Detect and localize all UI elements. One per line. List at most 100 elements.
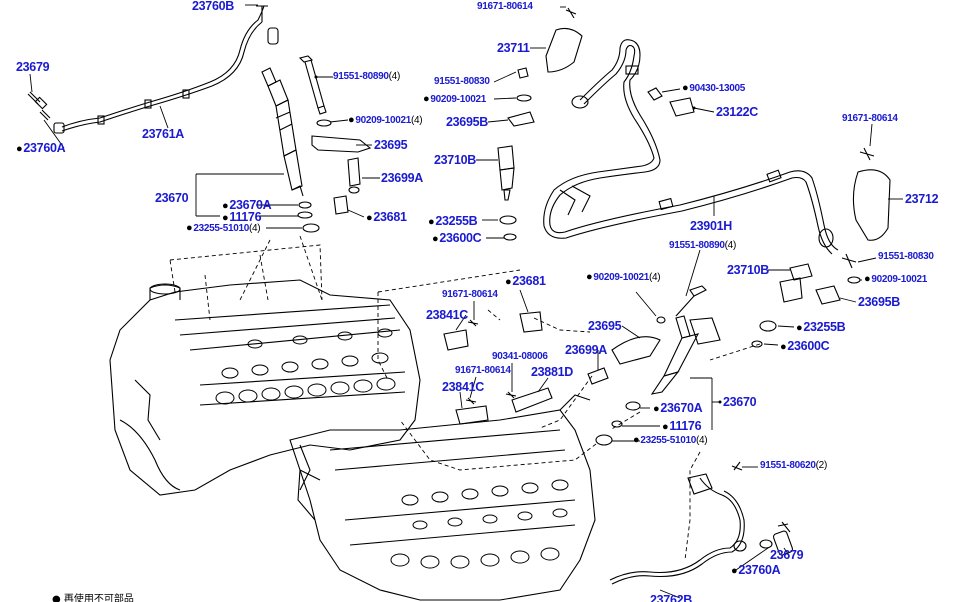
part-callout-23695b[interactable]: 23695B [446, 116, 488, 129]
part-callout-90209-10021[interactable]: ●90209-10021(4) [586, 271, 661, 283]
part-number: 23695B [858, 295, 900, 309]
part-callout-23881d[interactable]: 23881D [531, 366, 573, 379]
part-callout-23695[interactable]: 23695 [374, 139, 408, 152]
part-quantity: (4) [249, 223, 261, 234]
part-callout-11176[interactable]: ●11176 [222, 210, 262, 224]
part-callout-23122c[interactable]: 23122C [716, 106, 758, 119]
part-number: 23841C [442, 380, 484, 394]
part-number: 23901H [690, 219, 732, 233]
part-number: 90209-10021 [430, 94, 487, 105]
part-callout-23679[interactable]: 23679 [16, 61, 50, 74]
part-callout-23670a[interactable]: ●23670A [222, 199, 272, 212]
non-reusable-marker: ● [366, 212, 373, 224]
part-callout-91671-80614[interactable]: 91671-80614 [455, 366, 511, 376]
part-callout-23255b[interactable]: ●23255B [428, 214, 478, 228]
part-number: 23762B [650, 593, 692, 602]
part-number: 23761A [142, 127, 184, 141]
left-cylinder-head-drawing [109, 279, 421, 496]
part-callout-91551-80620[interactable]: 91551-80620(2) [760, 461, 827, 471]
part-number: 90209-10021 [871, 274, 928, 285]
part-callout-23670a[interactable]: ●23670A [653, 402, 703, 415]
part-number: 23255-51010 [640, 435, 697, 446]
part-callout-11176[interactable]: ●11176 [662, 419, 702, 433]
part-callout-90430-13005[interactable]: ●90430-13005 [682, 83, 745, 94]
part-callout-23255-51010[interactable]: ●23255-51010(4) [186, 222, 261, 234]
part-number: 23600C [439, 231, 482, 245]
non-reusable-marker: ● [222, 200, 229, 212]
non-reusable-marker: ● [505, 276, 512, 288]
part-callout-23901h[interactable]: 23901H [690, 220, 732, 233]
non-reusable-marker: ● [653, 403, 660, 415]
center-clamp-and-brackets [443, 311, 666, 425]
part-callout-91671-80614[interactable]: 91671-80614 [477, 2, 533, 12]
part-callout-23710b[interactable]: 23710B [434, 154, 476, 167]
part-callout-90209-10021[interactable]: ●90209-10021 [864, 274, 927, 285]
part-callout-90209-10021[interactable]: ●90209-10021(4) [348, 115, 423, 126]
part-number: 91671-80614 [842, 113, 898, 124]
part-callout-23760a[interactable]: ●23760A [731, 564, 781, 577]
center-top-bracket-23711 [545, 7, 583, 73]
part-number: 91671-80614 [477, 1, 533, 12]
non-reusable-marker: ● [780, 341, 787, 353]
non-reusable-marker: ● [796, 322, 803, 334]
part-callout-23699a[interactable]: 23699A [381, 172, 423, 185]
part-number: 23710B [727, 263, 769, 277]
part-callout-23600c[interactable]: ●23600C [780, 339, 830, 353]
part-callout-23841c[interactable]: 23841C [426, 309, 468, 322]
non-reusable-marker: ● [222, 212, 229, 224]
part-callout-91551-80890[interactable]: 91551-80890(4) [669, 241, 736, 251]
right-injector-23670 [595, 285, 721, 446]
part-callout-23670[interactable]: 23670 [155, 191, 189, 205]
part-callout-91551-80830[interactable]: 91551-80830 [878, 252, 934, 262]
left-harness-23761A [27, 5, 279, 134]
part-callout-23762b[interactable]: 23762B [650, 594, 692, 602]
part-callout-23699a[interactable]: 23699A [565, 344, 607, 357]
non-reusable-marker: ● [423, 93, 430, 105]
part-callout-90209-10021[interactable]: ●90209-10021 [423, 94, 486, 105]
part-callout-91551-80830[interactable]: 91551-80830 [434, 77, 490, 87]
part-quantity: (2) [815, 460, 828, 471]
part-number: 23670 [155, 191, 189, 205]
part-callout-23710b[interactable]: 23710B [727, 264, 769, 277]
part-callout-23761a[interactable]: 23761A [142, 128, 184, 141]
part-quantity: (4) [411, 115, 423, 126]
part-callout-23695b[interactable]: 23695B [858, 296, 900, 309]
part-callout-23712[interactable]: 23712 [905, 193, 939, 206]
part-callout-23600c[interactable]: ●23600C [432, 231, 482, 245]
part-callout-23681[interactable]: ●23681 [366, 211, 407, 224]
non-reusable-marker: ● [186, 222, 193, 234]
part-callout-23760b[interactable]: 23760B [192, 0, 234, 13]
part-callout-23679[interactable]: 23679 [770, 549, 804, 562]
part-number: 23695 [588, 319, 622, 333]
part-number: 90209-10021 [593, 272, 650, 283]
part-number: 23255B [435, 214, 478, 228]
part-callout-23695[interactable]: 23695 [588, 319, 622, 333]
part-number: 23681 [512, 274, 546, 288]
part-number: 23695B [446, 115, 488, 129]
part-callout-23681[interactable]: ●23681 [505, 275, 546, 288]
non-reusable-marker: ● [52, 594, 61, 602]
part-callout-23670[interactable]: 23670 [723, 396, 757, 409]
non-reusable-marker: ● [432, 233, 439, 245]
non-reusable-marker: ● [586, 271, 593, 283]
non-reusable-marker: ● [633, 434, 640, 446]
part-quantity: (4) [724, 240, 737, 251]
part-number: 23841C [426, 308, 468, 322]
part-callout-23841c[interactable]: 23841C [442, 381, 484, 394]
part-callout-23760a[interactable]: ●23760A [16, 142, 66, 155]
part-callout-91551-80890[interactable]: 91551-80890(4) [333, 72, 400, 82]
part-number: 11176 [669, 419, 702, 433]
legend: ● 再使用不可部品 [52, 590, 134, 602]
part-number: 23600C [787, 339, 830, 353]
part-number: 23699A [565, 343, 607, 357]
part-callout-90341-08006[interactable]: 90341-08006 [492, 352, 548, 362]
part-number: 23681 [373, 210, 407, 224]
part-callout-23711[interactable]: 23711 [497, 42, 530, 55]
part-callout-91671-80614[interactable]: 91671-80614 [442, 290, 498, 300]
part-number: 11176 [229, 210, 262, 224]
part-number: 90209-10021 [355, 115, 412, 126]
part-callout-91671-80614[interactable]: 91671-80614 [842, 114, 898, 124]
part-callout-23255-51010[interactable]: ●23255-51010(4) [633, 434, 708, 446]
part-callout-23255b[interactable]: ●23255B [796, 321, 846, 334]
